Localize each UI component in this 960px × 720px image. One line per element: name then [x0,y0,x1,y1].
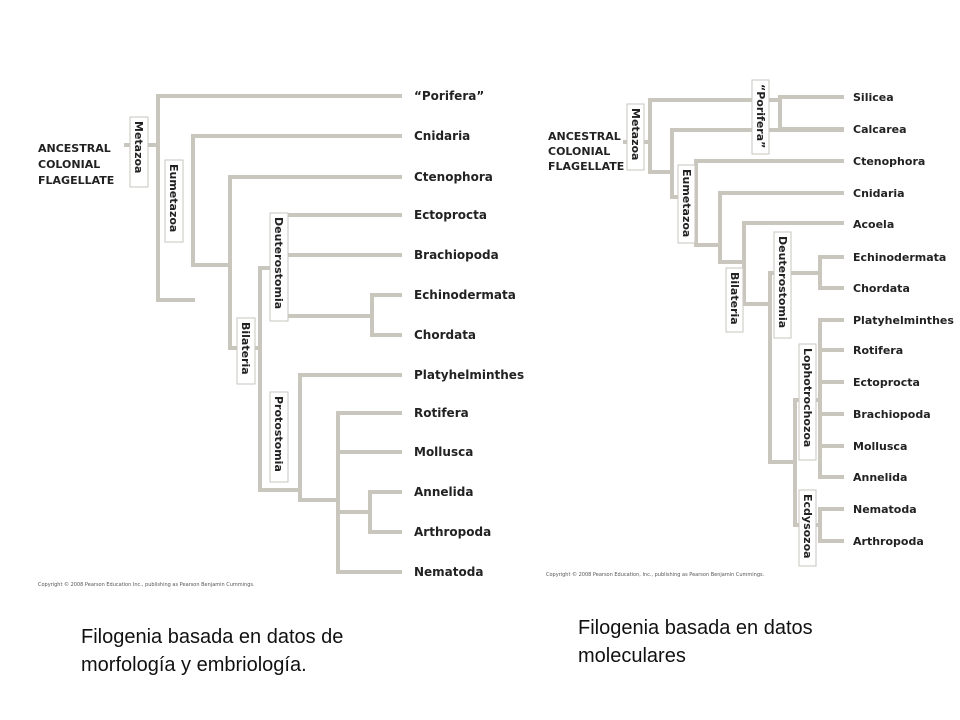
taxon-label: Rotifera [414,406,469,420]
clade-label-bilateria-mol: Bilateria [725,267,744,333]
caption-molecular: Filogenia basada en datos moleculares [578,614,898,670]
svg-text:Ecdysozoa: Ecdysozoa [801,494,814,559]
taxon-label: Ctenophora [853,155,925,168]
caption-line: Filogenia basada en datos de [81,626,344,648]
tree-molecular: ANCESTRAL COLONIAL FLAGELLATE Metazoa “P… [546,79,954,578]
svg-text:“Porifera”: “Porifera” [754,84,767,148]
tree-molecular-branches [623,95,844,543]
clade-label-deuterostomia-morph: Deuterostomia [269,212,289,322]
caption-line: moleculares [578,645,686,667]
root-label-line: ANCESTRAL [548,130,621,143]
svg-text:Deuterostomia: Deuterostomia [776,236,789,328]
taxa-morph: “Porifera” Cnidaria Ctenophora Ectoproct… [414,89,524,579]
clade-label-deuterostomia-mol: Deuterostomia [773,231,792,339]
root-label-line: FLAGELLATE [38,174,114,187]
taxon-label: Annelida [853,471,907,484]
tree-morphology: ANCESTRAL COLONIAL FLAGELLATE Metazoa Eu… [38,89,524,588]
taxon-label: Silicea [853,91,894,104]
taxon-label: “Porifera” [414,89,484,103]
taxon-label: Cnidaria [414,129,470,143]
svg-text:Metazoa: Metazoa [629,108,642,160]
clade-label-eumetazoa-morph: Eumetazoa [164,159,184,243]
taxon-label: Rotifera [853,344,903,357]
clade-label-metazoa-mol: Metazoa [626,103,645,171]
clade-label-eumetazoa-mol: Eumetazoa [677,164,696,244]
root-label-mol: ANCESTRAL COLONIAL FLAGELLATE [548,130,625,173]
clade-label-bilateria-morph: Bilateria [236,317,256,385]
svg-text:Eumetazoa: Eumetazoa [680,169,693,237]
taxon-label: Chordata [853,282,910,295]
svg-text:Lophotrochozoa: Lophotrochozoa [801,348,814,447]
copyright-morph: Copyright © 2008 Pearson Education Inc.,… [38,581,255,588]
taxon-label: Nematoda [853,503,917,516]
taxon-label: Ectoprocta [414,208,487,222]
taxon-label: Platyhelminthes [853,314,954,327]
clade-label-protostomia-morph: Protostomia [269,391,289,483]
taxon-label: Arthropoda [853,535,924,548]
taxon-label: Cnidaria [853,187,905,200]
taxon-label: Ctenophora [414,170,493,184]
taxon-label: Chordata [414,328,476,342]
clade-label-ecdysozoa-mol: Ecdysozoa [798,489,817,567]
root-label-line: COLONIAL [548,145,610,158]
clade-label-metazoa-morph: Metazoa [129,116,149,188]
taxon-label: Echinodermata [853,251,946,264]
taxon-label: Platyhelminthes [414,368,524,382]
taxon-label: Calcarea [853,123,907,136]
svg-text:Eumetazoa: Eumetazoa [167,164,180,232]
caption-line: morfología y embriología. [81,654,307,676]
taxon-label: Ectoprocta [853,376,920,389]
caption-morphology: Filogenia basada en datos de morfología … [81,623,421,679]
taxon-label: Mollusca [853,440,907,453]
root-label-line: ANCESTRAL [38,142,111,155]
root-label-morph: ANCESTRAL COLONIAL FLAGELLATE [38,142,115,187]
root-label-line: COLONIAL [38,158,100,171]
taxon-label: Mollusca [414,445,473,459]
taxon-label: Brachiopoda [853,408,931,421]
copyright-mol: Copyright © 2008 Pearson Education, Inc.… [546,571,765,578]
taxon-label: Annelida [414,485,473,499]
clade-label-lophotrochozoa-mol: Lophotrochozoa [798,343,817,461]
taxon-label: Arthropoda [414,525,491,539]
svg-text:Metazoa: Metazoa [132,121,145,173]
taxon-label: Brachiopoda [414,248,499,262]
clade-label-porifera-mol: “Porifera” [751,79,770,155]
svg-text:Bilateria: Bilateria [728,272,741,325]
root-label-line: FLAGELLATE [548,160,624,173]
taxon-label: Acoela [853,218,894,231]
caption-line: Filogenia basada en datos [578,617,813,639]
svg-text:Deuterostomia: Deuterostomia [272,217,285,309]
svg-text:Bilateria: Bilateria [239,322,252,375]
svg-text:Protostomia: Protostomia [272,396,285,472]
taxon-label: Nematoda [414,565,483,579]
taxon-label: Echinodermata [414,288,516,302]
taxa-mol: Silicea Calcarea Ctenophora Cnidaria Aco… [853,91,954,548]
